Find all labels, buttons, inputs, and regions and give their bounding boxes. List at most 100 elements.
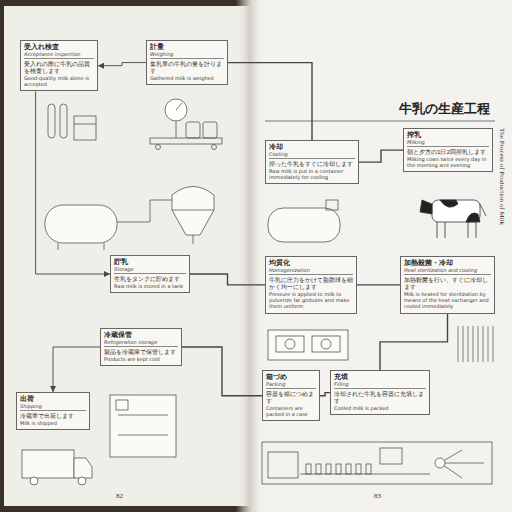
fridge-shelf xyxy=(118,415,168,416)
gutter-shadow xyxy=(236,0,264,512)
line-frame xyxy=(262,442,492,484)
title-rule xyxy=(265,121,495,122)
cow-patch xyxy=(466,213,480,222)
scale xyxy=(150,99,222,150)
step-text: 受入れの際に牛乳の品質を検査します xyxy=(24,61,94,75)
packing-box: 箱づめPacking容器を箱につめますContainers are packed… xyxy=(262,370,320,421)
cow-tail xyxy=(480,204,486,216)
side-title: The Process of Production of Milk xyxy=(498,128,506,225)
carton xyxy=(306,464,311,474)
carton xyxy=(326,464,331,474)
gauge xyxy=(285,339,295,349)
step-text: 冷却された牛乳を容器に充填します xyxy=(334,391,426,405)
pipe xyxy=(117,200,172,222)
flow-arrow xyxy=(53,347,100,392)
scale-gauge xyxy=(165,99,187,121)
fridge-panel xyxy=(116,400,128,410)
step-text: 冷蔵車で出荷します xyxy=(20,413,86,420)
page-number: 83 xyxy=(374,492,381,500)
homogenization-box: 均質化Homogenization牛乳に圧力をかけて脂肪球を細かく均一にしますP… xyxy=(265,256,357,314)
milking-box: 搾乳Milking 朝と夕方の1日2回搾乳しますMilking cows twic… xyxy=(403,128,493,172)
tank-leg xyxy=(58,243,59,250)
step-heading: 貯乳 xyxy=(114,258,186,266)
step-heading-en: Homogenization xyxy=(269,267,353,275)
step-text-en: Cooled milk is packed xyxy=(334,405,426,411)
plate xyxy=(493,326,494,362)
truck xyxy=(22,450,92,485)
step-text-en: Good-quality milk alone is accepted xyxy=(24,75,94,88)
pipe-connector xyxy=(182,347,262,396)
flow-arrow xyxy=(98,63,146,66)
tank-body xyxy=(268,208,340,242)
fridge-body xyxy=(110,395,176,457)
step-heading: 計量 xyxy=(150,43,224,51)
filling-line xyxy=(262,442,492,484)
cow-leg xyxy=(445,222,446,238)
step-heading-en: Storage xyxy=(114,266,186,274)
test-tube xyxy=(60,104,67,138)
step-text: 加熱殺菌を行い、すぐに冷却します xyxy=(404,277,491,291)
test-tube xyxy=(48,104,55,138)
step-heading-en: Shipping xyxy=(20,403,86,411)
machine-panel xyxy=(312,336,340,352)
plate xyxy=(458,326,459,362)
weighing-box: 計量Weighing集乳車の牛乳の量を計りますGathered milk is … xyxy=(146,40,228,85)
test-tubes xyxy=(48,104,96,140)
pipe-connector xyxy=(228,63,312,140)
truck-cab xyxy=(74,458,92,478)
filler-arm xyxy=(440,463,484,464)
wheel xyxy=(30,477,38,485)
step-heading: 搾乳 xyxy=(407,131,489,139)
step-text-en: Products are kept cold xyxy=(104,356,178,362)
page-title: 牛乳の生産工程 xyxy=(399,100,490,118)
cow-head xyxy=(420,200,432,214)
truck-cargo xyxy=(22,450,74,478)
cow-leg xyxy=(468,222,469,238)
step-heading-en: Weighing xyxy=(150,51,224,59)
pipe-connector xyxy=(190,274,265,285)
fridge-shelf xyxy=(118,435,168,436)
carton xyxy=(366,464,371,474)
beaker xyxy=(74,116,96,140)
step-heading-en: Milking xyxy=(407,139,489,147)
step-text-en: Containers are packed in a case xyxy=(266,405,316,418)
step-text-en: Milking cows twice every day in the morn… xyxy=(407,156,489,169)
step-heading: 箱づめ xyxy=(266,373,316,381)
tank-body xyxy=(45,205,117,243)
carton xyxy=(356,464,361,474)
step-heading: 冷却 xyxy=(269,143,355,151)
separator-body xyxy=(172,187,214,236)
beaker-level xyxy=(74,124,96,125)
left-page xyxy=(4,6,252,506)
inspection-box: 受入れ検査Acceptance inspection受入れの際に牛乳の品質を検査… xyxy=(20,40,98,91)
refrigerator xyxy=(110,395,176,457)
plate xyxy=(468,326,469,362)
separator-seam xyxy=(172,210,214,211)
scale-pole xyxy=(176,121,177,138)
cow-body xyxy=(432,200,480,222)
machine-body xyxy=(268,330,348,360)
step-text: 製品を冷蔵庫で保管します xyxy=(104,349,178,356)
step-text: 搾った牛乳をすぐに冷却します xyxy=(269,161,355,168)
filling-box: 充填Filling冷却された牛乳を容器に充填しますCooled milk is … xyxy=(330,370,430,415)
flow-arrow xyxy=(36,91,110,274)
cow-leg xyxy=(476,222,477,238)
cow xyxy=(420,200,486,238)
storage-tank xyxy=(45,200,172,250)
milk-can xyxy=(186,122,200,138)
case xyxy=(268,452,298,478)
milk-can xyxy=(203,122,217,138)
step-text-en: Pressure is applied to milk to pulverize… xyxy=(269,291,353,310)
pump xyxy=(326,200,338,210)
wheel xyxy=(156,145,161,150)
step-text: 牛乳に圧力をかけて脂肪球を細かく均一にします xyxy=(269,277,353,291)
carton xyxy=(336,464,341,474)
right-page xyxy=(250,0,512,512)
step-text: 朝と夕方の1日2回搾乳します xyxy=(407,149,489,156)
step-heading-en: Heat sterilization and cooling xyxy=(404,267,491,275)
cooling-box: 冷却Cooling搾った牛乳をすぐに冷却しますRaw milk is put i… xyxy=(265,140,359,184)
pipe-connector xyxy=(380,314,448,370)
plate xyxy=(483,326,484,362)
plate xyxy=(473,326,474,362)
step-heading: 出荷 xyxy=(20,395,86,403)
